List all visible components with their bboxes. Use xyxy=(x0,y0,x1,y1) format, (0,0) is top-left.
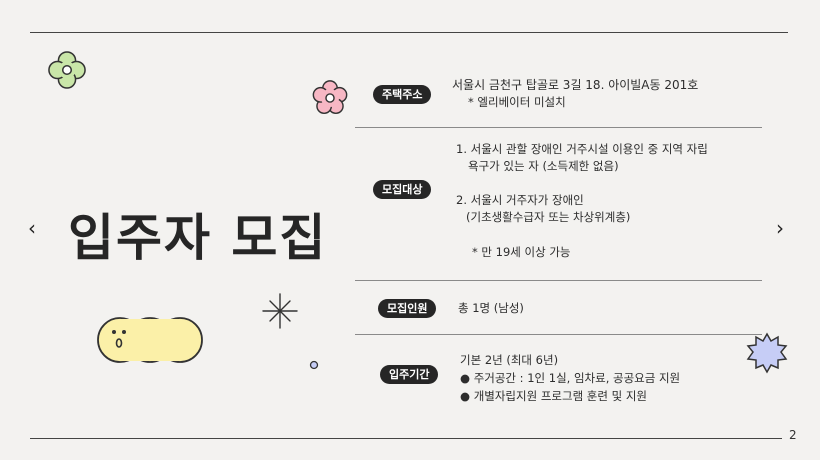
address-line: 서울시 금천구 탑골로 3길 18. 아이빌A동 201호 xyxy=(452,78,699,92)
address-note: * 엘리베이터 미설치 xyxy=(468,95,566,109)
period-label-pill: 입주기간 xyxy=(380,365,439,384)
target-line: 욕구가 있는 자 (소득제한 없음) xyxy=(468,159,619,173)
sparkle-icon xyxy=(262,293,298,329)
address-label-pill: 주택주소 xyxy=(373,85,432,104)
top-rule xyxy=(30,32,788,33)
period-line: 기본 2년 (최대 6년) xyxy=(460,353,559,367)
section-divider xyxy=(355,280,762,281)
prev-slide-chevron-icon[interactable]: ‹ xyxy=(28,216,36,240)
target-note: * 만 19세 이상 가능 xyxy=(472,245,571,259)
target-line: 1. 서울시 관할 장애인 거주시설 이용인 중 지역 자립 xyxy=(456,142,708,156)
next-slide-chevron-icon[interactable]: › xyxy=(776,216,784,240)
star-badge-icon xyxy=(746,332,788,374)
dot-icon xyxy=(309,360,319,370)
cloud-face-icon xyxy=(97,317,203,363)
flower-green-icon xyxy=(48,51,86,89)
target-label-pill: 모집대상 xyxy=(373,180,432,199)
count-label-pill: 모집인원 xyxy=(378,299,437,318)
target-line: 2. 서울시 거주자가 장애인 xyxy=(456,193,584,207)
target-line: (기초생활수급자 또는 차상위계층) xyxy=(466,210,631,224)
page-number: 2 xyxy=(789,428,797,442)
page-title: 입주자 모집 xyxy=(68,209,328,267)
bottom-rule xyxy=(30,438,782,439)
section-divider xyxy=(355,334,762,335)
section-divider xyxy=(355,127,762,128)
period-bullet: ● 개별자립지원 프로그램 훈련 및 지원 xyxy=(460,389,648,403)
flower-pink-icon xyxy=(312,80,348,115)
period-bullet: ● 주거공간 : 1인 1실, 임차료, 공공요금 지원 xyxy=(460,371,681,385)
count-line: 총 1명 (남성) xyxy=(458,301,524,315)
